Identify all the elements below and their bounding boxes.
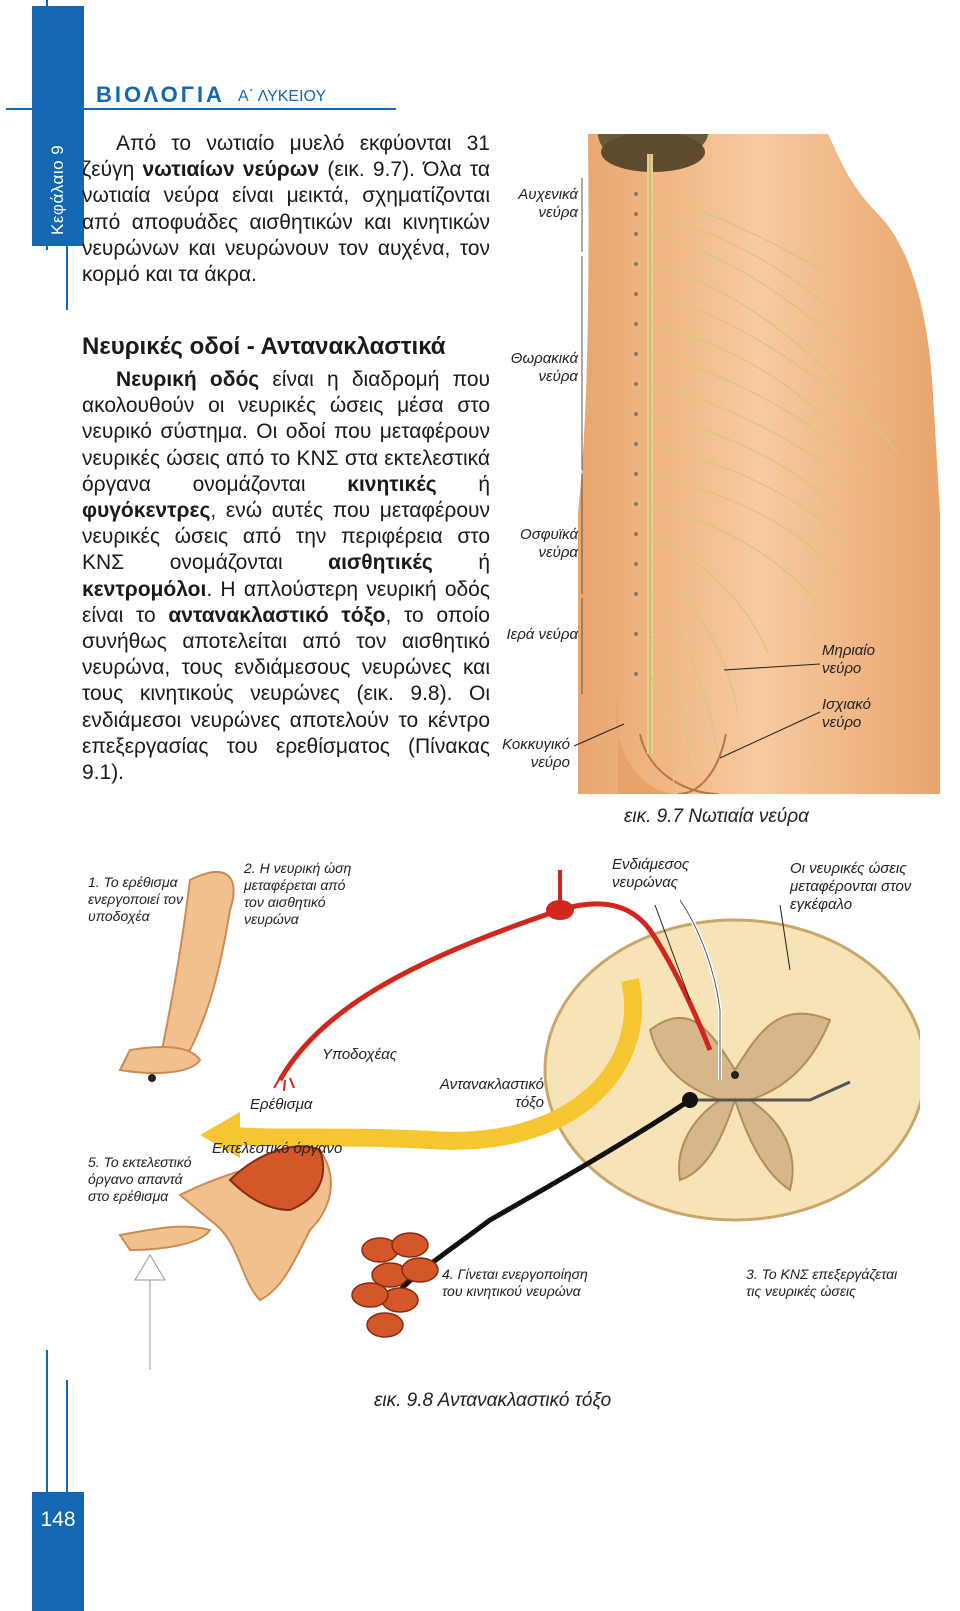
label-interneuron: Ενδιάμεσος νευρώνας [612, 856, 690, 891]
label-sacral-nerves: Ιερά νεύρα [506, 626, 578, 643]
book-title: ΒΙΟΛΟΓΙΑ [96, 82, 225, 107]
label-femoral-nerve: Μηριαίο νεύρο [822, 642, 875, 677]
label-effector: Εκτελεστικό όργανο [212, 1140, 343, 1157]
label-coccygeal-nerve: Κοκκυγικό νεύρο [502, 736, 570, 771]
label-to-brain: Οι νευρικές ώσεις μεταφέρονται στον εγκέ… [790, 860, 912, 913]
margin-line [46, 0, 48, 250]
leader-lines [573, 663, 821, 759]
margin-line [66, 60, 68, 310]
label-receptor: Υποδοχέας [322, 1046, 398, 1063]
body-paragraph: Νευρική οδός είναι η διαδρομή που ακολου… [82, 368, 491, 785]
margin-line [46, 1350, 48, 1611]
section-heading: Νευρικές οδοί - Αντανακλαστικά [82, 333, 446, 360]
step-5-label: 5. Το εκτελεστικό όργανο απαντά στο ερέθ… [88, 1154, 192, 1204]
label-lumbar-nerves: Οσφυϊκά νεύρα [520, 526, 578, 561]
step-4-label: 4. Γίνεται ενεργοποίηση του κινητικού νε… [442, 1266, 588, 1299]
step-1-label: 1. Το ερέθισμα ενεργοποιεί τον υποδοχέα [88, 874, 183, 924]
chapter-label: Κεφάλαιο 9 [48, 144, 67, 236]
label-thoracic-nerves: Θωρακικά νεύρα [510, 350, 578, 385]
header-rule [6, 108, 396, 110]
step-2-label: 2. Η νευρική ώση μεταφέρεται από τον αισ… [244, 860, 352, 927]
reflex-arc-illustration [118, 870, 920, 1370]
label-cervical-nerves: Αυχενικά νεύρα [518, 186, 578, 221]
book-subtitle: Α΄ ΛΥΚΕΙΟΥ [238, 88, 327, 105]
spinal-nerves-illustration [578, 134, 940, 794]
chapter-tab [32, 6, 84, 246]
intro-paragraph: Από το νωτιαίο μυελό εκφύονται 31 ζεύγη … [82, 132, 490, 287]
page-number: 148 [40, 1508, 76, 1531]
step-3-label: 3. Το ΚΝΣ επεξεργάζεται τις νευρικές ώσε… [746, 1266, 898, 1299]
label-stimulus: Ερέθισμα [250, 1096, 313, 1113]
figure-caption-9-7: εικ. 9.7 Νωτιαία νεύρα [624, 806, 809, 827]
page-number-tab [32, 1492, 84, 1611]
label-reflex-arc: Αντανακλαστικό τόξο [439, 1076, 544, 1111]
label-sciatic-nerve: Ισχιακό νεύρο [822, 696, 871, 731]
figure-caption-9-8: εικ. 9.8 Αντανακλαστικό τόξο [374, 1390, 612, 1411]
